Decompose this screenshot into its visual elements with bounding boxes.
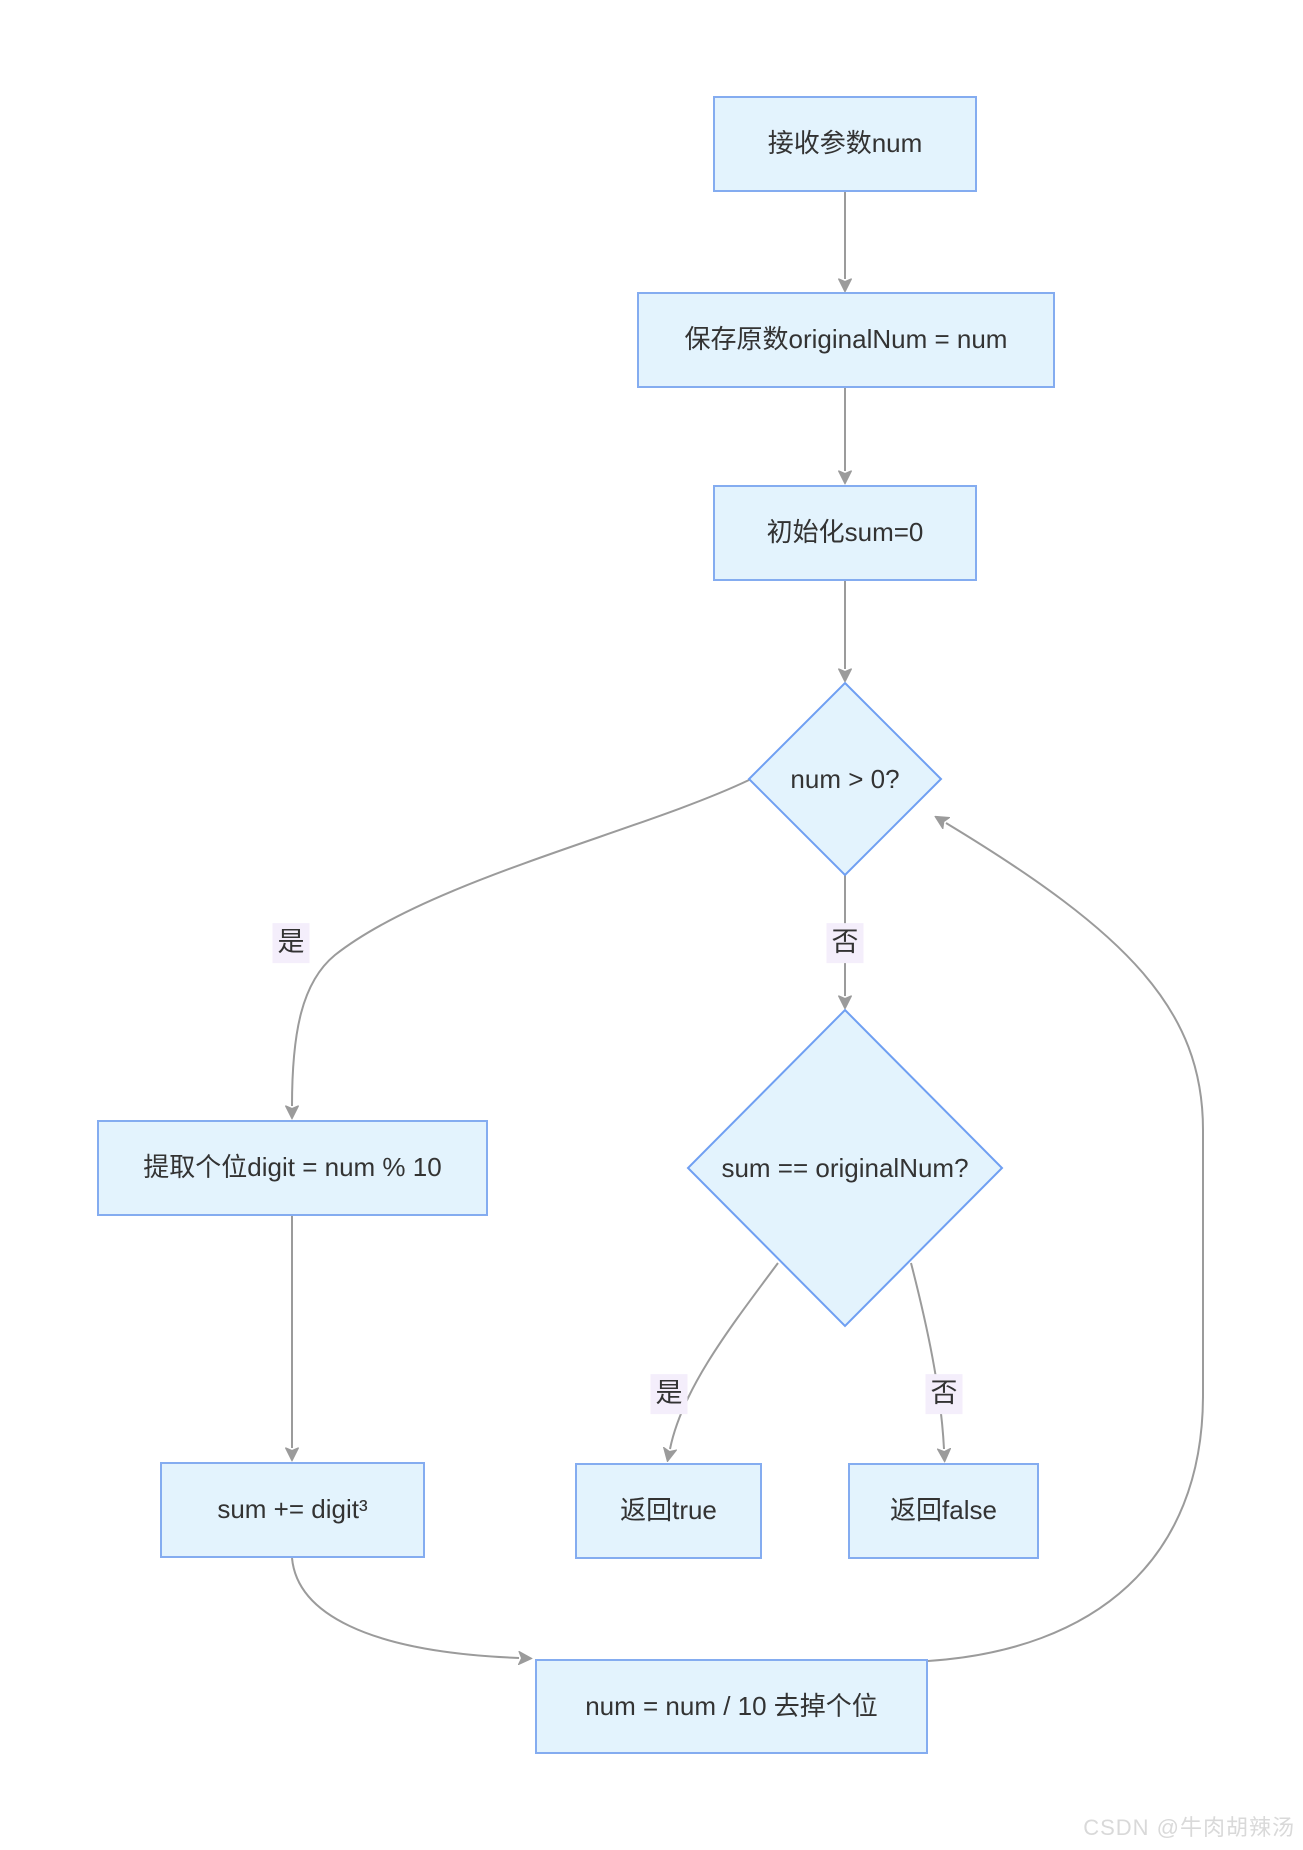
node-extract-digit: 提取个位digit = num % 10 bbox=[97, 1120, 488, 1216]
node-add-cube-label: sum += digit³ bbox=[217, 1494, 368, 1525]
node-return-false-label: 返回false bbox=[890, 1495, 997, 1526]
edge-cond-sum-yes-to-ret-true bbox=[670, 1262, 779, 1449]
node-strip-digit-label: num = num / 10 去掉个位 bbox=[585, 1690, 878, 1721]
edge-label-no-2: 否 bbox=[925, 1374, 963, 1414]
edge-label-no-1: 否 bbox=[826, 923, 864, 963]
edge-cond-sum-no-to-ret-false bbox=[910, 1262, 944, 1449]
node-add-cube: sum += digit³ bbox=[160, 1462, 425, 1558]
node-return-false: 返回false bbox=[848, 1463, 1039, 1559]
edge-cube-to-strip bbox=[291, 1557, 519, 1658]
node-extract-digit-label: 提取个位digit = num % 10 bbox=[143, 1152, 442, 1183]
node-return-true-label: 返回true bbox=[620, 1495, 717, 1526]
node-init-sum-label: 初始化sum=0 bbox=[766, 517, 924, 548]
csdn-watermark: CSDN @牛肉胡辣汤 bbox=[1083, 1815, 1295, 1840]
edge-label-yes-2: 是 bbox=[650, 1374, 688, 1414]
edge-cond-num-yes-to-extract bbox=[292, 779, 750, 1106]
node-strip-digit: num = num / 10 去掉个位 bbox=[535, 1659, 928, 1754]
decision-num-gt-0-shape bbox=[747, 681, 943, 877]
edge-strip-loop-to-cond-num bbox=[927, 823, 1204, 1662]
node-receive-param: 接收参数num bbox=[713, 96, 977, 192]
node-init-sum: 初始化sum=0 bbox=[713, 485, 977, 581]
node-save-original: 保存原数originalNum = num bbox=[637, 292, 1055, 388]
node-receive-param-label: 接收参数num bbox=[767, 128, 923, 159]
node-return-true: 返回true bbox=[575, 1463, 762, 1559]
decision-sum-eq-original-shape bbox=[686, 1008, 1004, 1328]
node-save-original-label: 保存原数originalNum = num bbox=[684, 324, 1008, 355]
edge-label-yes-1: 是 bbox=[272, 923, 310, 963]
